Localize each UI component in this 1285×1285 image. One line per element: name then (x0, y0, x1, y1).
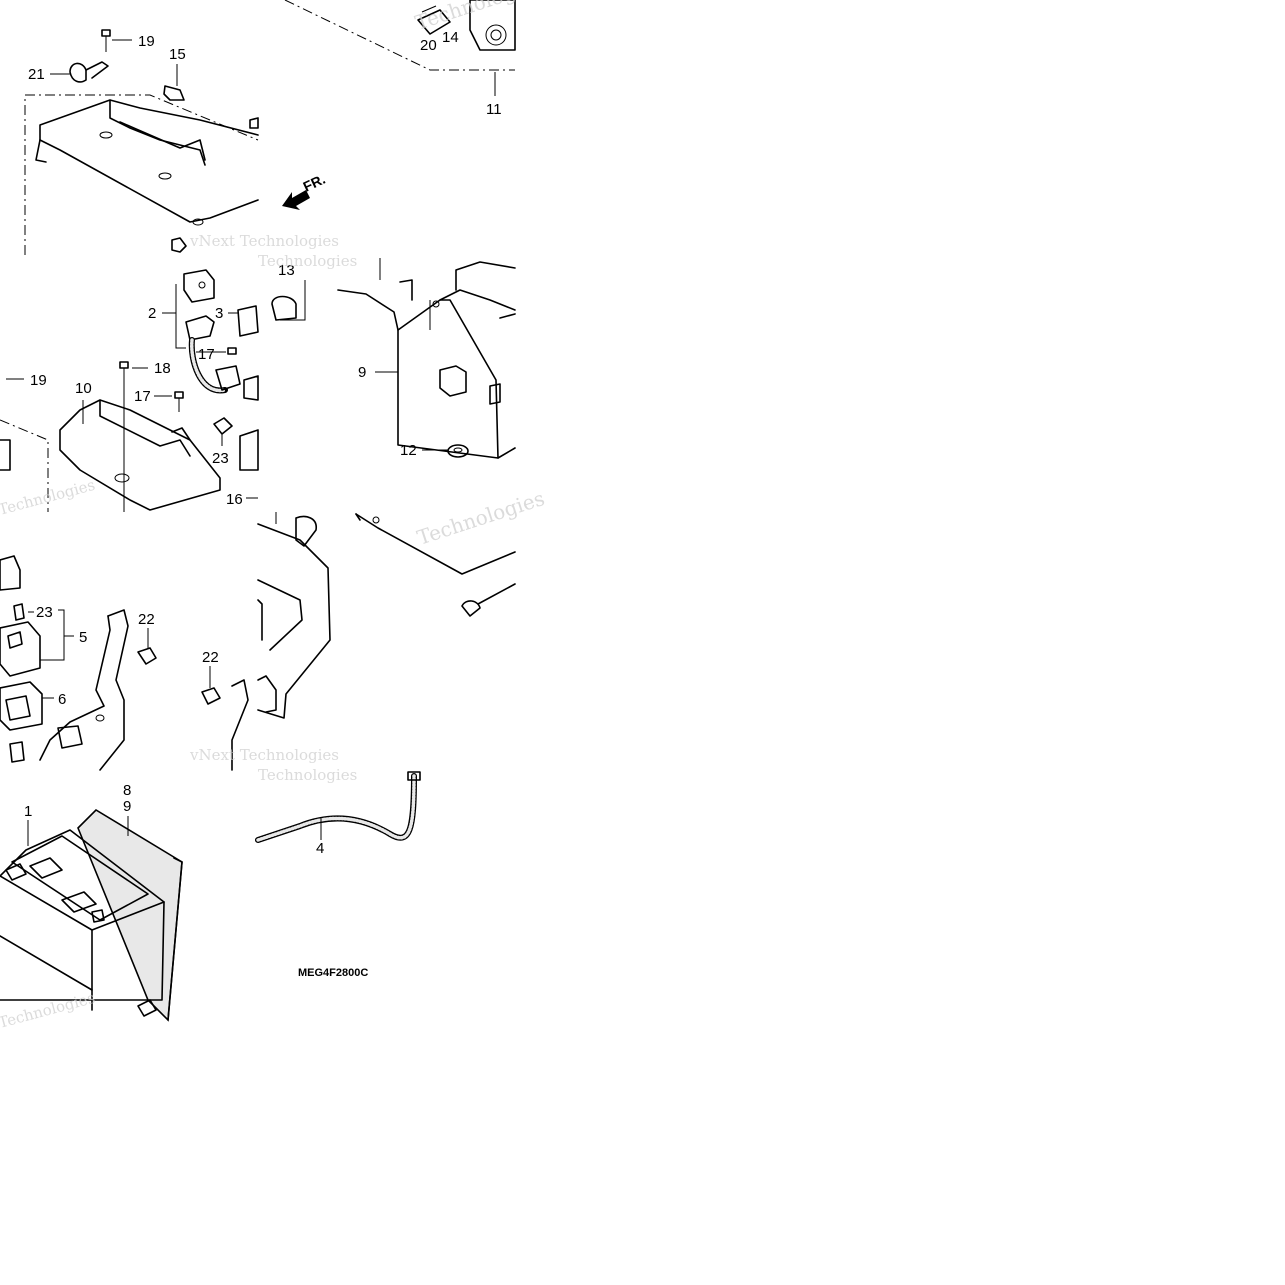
callout-6: 6 (58, 691, 66, 708)
battery-assembly (0, 808, 183, 1022)
callout-18: 18 (154, 360, 171, 377)
callout-5: 5 (79, 629, 87, 646)
watermark: vNext Technologies vNext Technologies Te… (0, 0, 547, 1032)
callout-22-left: 22 (138, 611, 155, 628)
callout-14: 14 (442, 29, 459, 46)
callout-3: 3 (215, 305, 223, 322)
callout-22-right: 22 (202, 649, 219, 666)
cable-assembly (255, 771, 421, 843)
callout-20: 20 (420, 37, 437, 54)
watermark-vnext-2: vNext Technologies (189, 746, 339, 764)
drawing-code: MEG4F2800C (298, 967, 368, 979)
callout-8: 8 (123, 782, 131, 799)
callout-23-upper: 23 (212, 450, 229, 467)
harness-fuse-assembly (284, 0, 516, 96)
callout-19: 19 (138, 33, 155, 50)
watermark-tech-2: Technologies (0, 989, 97, 1032)
callout-4: 4 (316, 840, 324, 857)
callout-17-upper: 17 (198, 346, 215, 363)
watermark-tech-4: Technologies (412, 0, 545, 35)
callout-13: 13 (278, 262, 295, 279)
callout-2: 2 (148, 305, 156, 322)
battery-cover-assembly: FR. (24, 29, 328, 255)
relay-stay-assembly (0, 555, 157, 771)
callout-16: 16 (226, 491, 243, 508)
watermark-tech-6: Technologies (258, 252, 357, 270)
front-direction-marker: FR. (301, 171, 328, 195)
callout-1: 1 (24, 803, 32, 820)
watermark-tech-5: Technologies (258, 766, 357, 784)
callout-17-lower: 17 (134, 388, 151, 405)
callout-9-pad: 9 (123, 798, 131, 815)
battery-case-assembly (337, 258, 516, 459)
callout-15: 15 (169, 46, 186, 63)
callout-12: 12 (400, 442, 417, 459)
watermark-vnext-1: vNext Technologies (189, 232, 339, 250)
terminal-cover-assembly (0, 269, 306, 512)
callout-10: 10 (75, 380, 92, 397)
callout-23-lower: 23 (36, 604, 53, 621)
callout-11: 11 (486, 101, 502, 118)
watermark-tech-3: Technologies (414, 486, 547, 550)
case-cable-assembly (201, 512, 516, 771)
callout-21: 21 (28, 66, 45, 83)
callout-9-case: 9 (358, 364, 366, 381)
callout-19-lower: 19 (30, 372, 47, 389)
